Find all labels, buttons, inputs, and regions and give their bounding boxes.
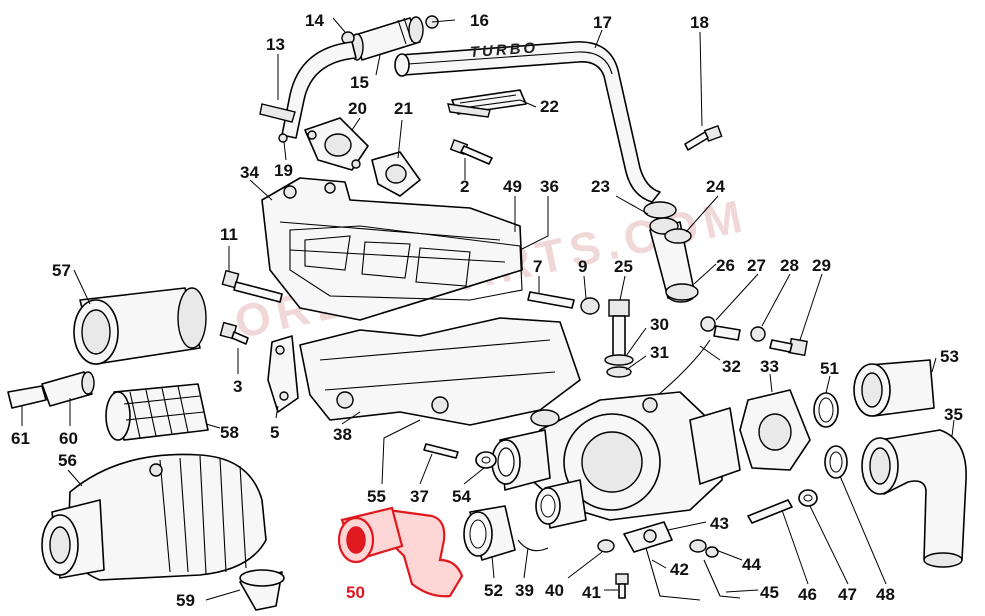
label-60: 60	[59, 429, 78, 448]
label-39: 39	[515, 581, 534, 600]
label-43: 43	[710, 514, 729, 533]
heat-shield	[447, 89, 527, 118]
label-26: 26	[716, 256, 735, 275]
nut-54	[475, 451, 497, 469]
bolt-11	[221, 269, 283, 303]
label-16: 16	[470, 11, 489, 30]
fitting-40	[597, 539, 615, 553]
label-45: 45	[760, 583, 779, 602]
label-33: 33	[760, 357, 779, 376]
label-54: 54	[452, 487, 471, 506]
label-51: 51	[820, 359, 839, 378]
oil-return-pipe	[623, 521, 741, 601]
exhaust-manifold	[299, 317, 581, 426]
filter-element-57	[73, 287, 207, 365]
label-48: 48	[876, 585, 895, 604]
elbow-50-highlighted	[337, 506, 464, 598]
turbo-outlet-gasket	[739, 389, 811, 471]
flange-gasket	[371, 151, 421, 197]
label-47: 47	[838, 585, 857, 604]
sleeve-52	[463, 505, 516, 561]
stud-7	[527, 291, 600, 315]
label-25: 25	[614, 257, 633, 276]
label-44: 44	[742, 555, 761, 574]
lower-hose	[643, 201, 699, 303]
label-21: 21	[394, 99, 413, 118]
label-59: 59	[176, 591, 195, 610]
label-18: 18	[690, 13, 709, 32]
leader-lines	[21, 17, 955, 601]
sleeve-53	[853, 359, 935, 417]
oil-feed-pipe	[639, 316, 808, 411]
label-46: 46	[798, 585, 817, 604]
ring-48	[824, 445, 848, 479]
outlet-flange	[304, 117, 369, 171]
label-41: 41	[582, 583, 601, 602]
label-34: 34	[240, 163, 259, 182]
label-52: 52	[484, 581, 503, 600]
label-14: 14	[305, 11, 324, 30]
stud-46	[747, 499, 793, 524]
intake-manifold	[261, 177, 523, 321]
stud-25	[604, 299, 634, 378]
label-7: 7	[533, 257, 542, 276]
bolt-18	[684, 125, 723, 151]
turbocharger	[491, 391, 741, 529]
label-37: 37	[410, 487, 429, 506]
label-32: 32	[722, 357, 741, 376]
label-30: 30	[650, 315, 669, 334]
breather-pipe	[259, 41, 357, 143]
air-filter-housing	[41, 453, 267, 581]
bolt-41	[615, 573, 629, 599]
bolt-3	[219, 321, 249, 345]
label-20: 20	[348, 99, 367, 118]
callout-labels: 13 14 15 16 17 18 19 20 21 22 2 34 49 36…	[11, 11, 963, 610]
label-31: 31	[650, 343, 669, 362]
label-38: 38	[333, 425, 352, 444]
label-15: 15	[350, 73, 369, 92]
manifold-gasket	[289, 225, 523, 301]
label-29: 29	[812, 256, 831, 275]
label-50-highlighted: 50	[346, 583, 365, 602]
exhaust-gasket	[267, 335, 299, 413]
pipe-lettering: TURBO	[469, 39, 538, 61]
label-36: 36	[540, 177, 559, 196]
turbo-intake-pipe: TURBO	[394, 39, 661, 203]
bolt-2	[449, 139, 493, 165]
label-11: 11	[220, 225, 238, 244]
elbow-35	[861, 429, 967, 568]
label-35: 35	[944, 405, 963, 424]
label-3: 3	[233, 377, 242, 396]
label-22: 22	[540, 97, 559, 116]
nut-47	[798, 489, 818, 507]
label-13: 13	[266, 35, 285, 54]
label-55: 55	[367, 487, 386, 506]
label-27: 27	[747, 256, 766, 275]
sensor-61-60	[7, 371, 95, 409]
label-40: 40	[545, 581, 564, 600]
label-42: 42	[670, 560, 689, 579]
label-17: 17	[593, 13, 612, 32]
label-28: 28	[780, 256, 799, 275]
mesh-filter-58	[105, 383, 209, 441]
label-9: 9	[578, 257, 587, 276]
ring-51	[813, 392, 839, 428]
label-24: 24	[706, 177, 725, 196]
label-56: 56	[58, 451, 77, 470]
dust-valve-59	[239, 569, 285, 611]
label-2: 2	[460, 177, 469, 196]
upper-hose	[341, 15, 439, 61]
stud-37	[423, 443, 459, 459]
label-19: 19	[274, 161, 293, 180]
label-5: 5	[270, 423, 279, 442]
label-61: 61	[11, 429, 30, 448]
label-53: 53	[940, 347, 959, 366]
label-23: 23	[591, 177, 610, 196]
clamp-39	[517, 539, 549, 552]
label-57: 57	[52, 261, 71, 280]
label-58: 58	[220, 423, 239, 442]
label-49: 49	[503, 177, 522, 196]
